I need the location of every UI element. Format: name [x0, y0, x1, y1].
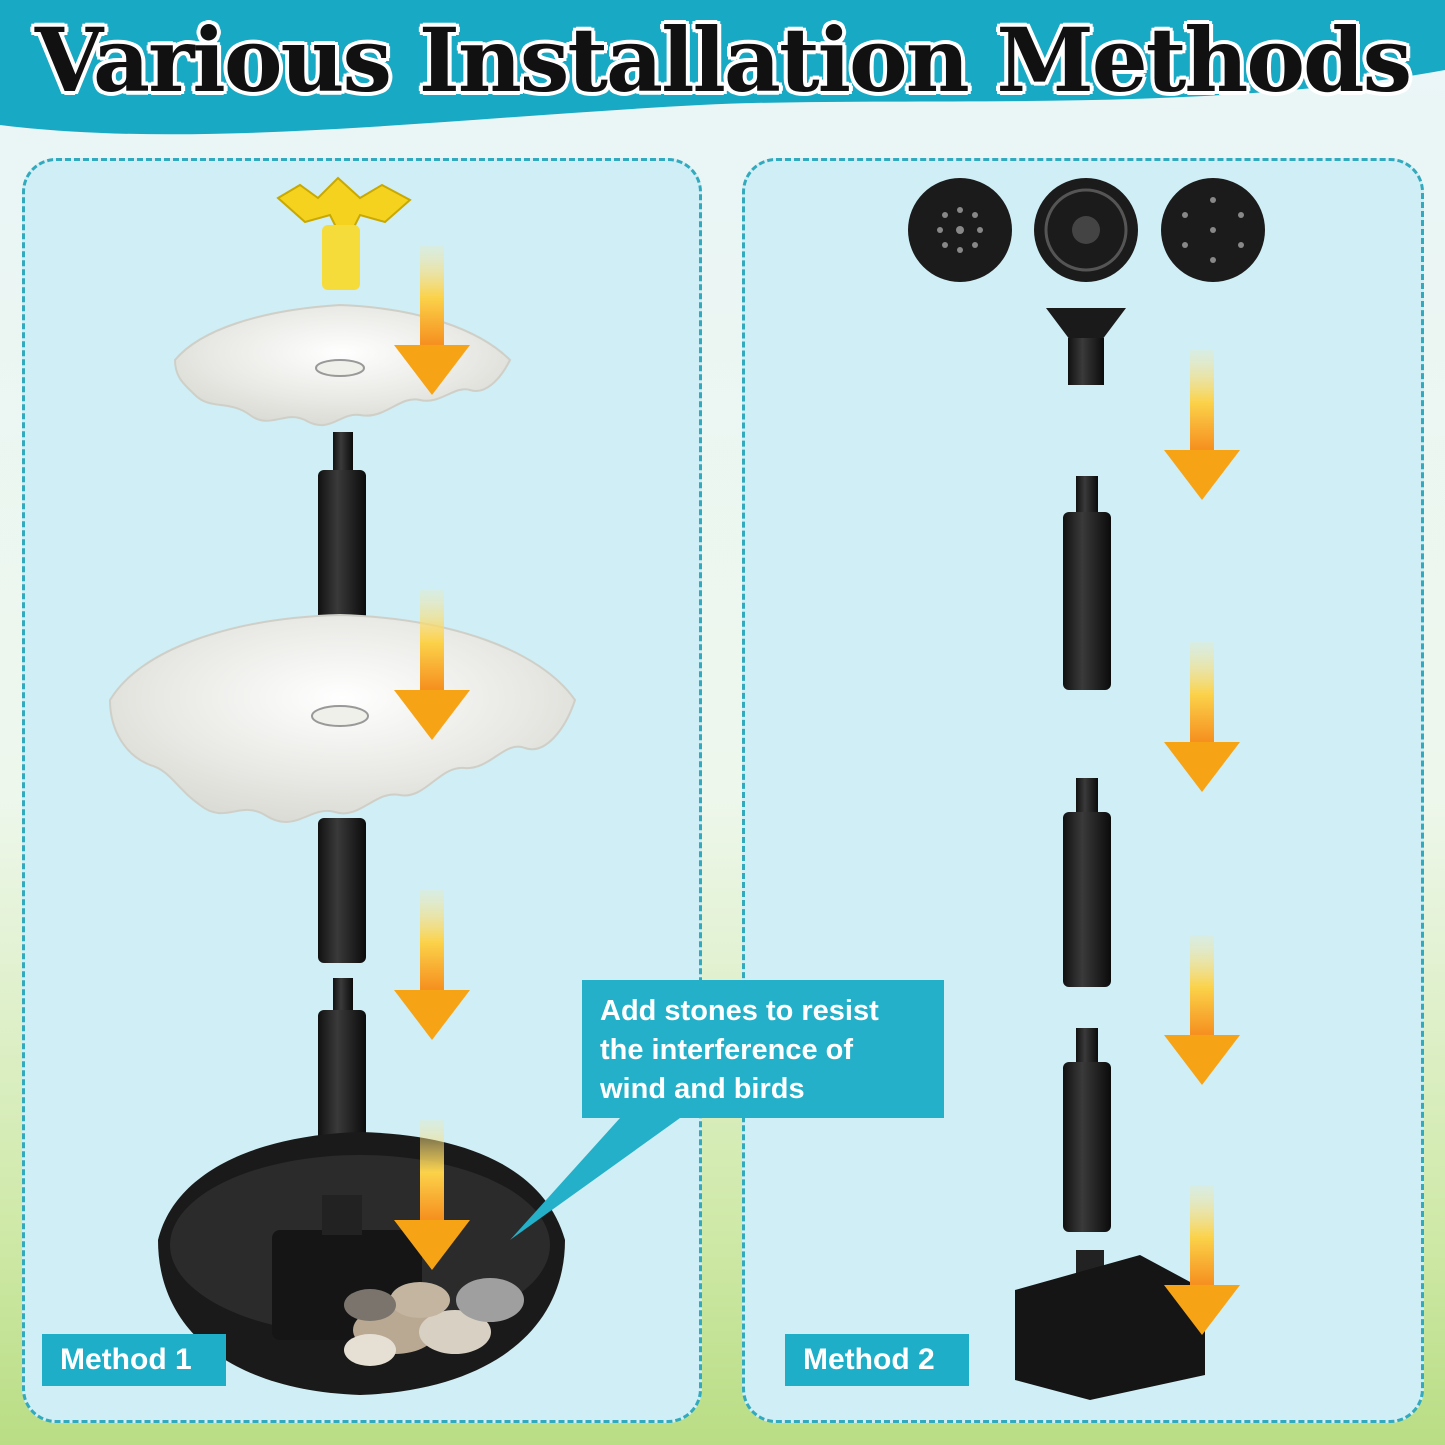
stones-callout: Add stones to resist the interference of…	[582, 980, 944, 1118]
yellow-nozzle	[276, 176, 412, 290]
callout-line-3: wind and birds	[600, 1073, 805, 1105]
callout-line-1: Add stones to resist	[600, 995, 879, 1027]
method-2-label: Method 2	[785, 1334, 969, 1386]
method-2-parts	[908, 178, 1265, 1400]
page-title: Various Installation Methods	[34, 8, 1412, 112]
method-1-parts	[108, 176, 680, 1395]
header-band	[0, 0, 1445, 135]
method-1-label: Method 1	[42, 1334, 226, 1386]
callout-line-2: the interference of	[600, 1034, 853, 1066]
